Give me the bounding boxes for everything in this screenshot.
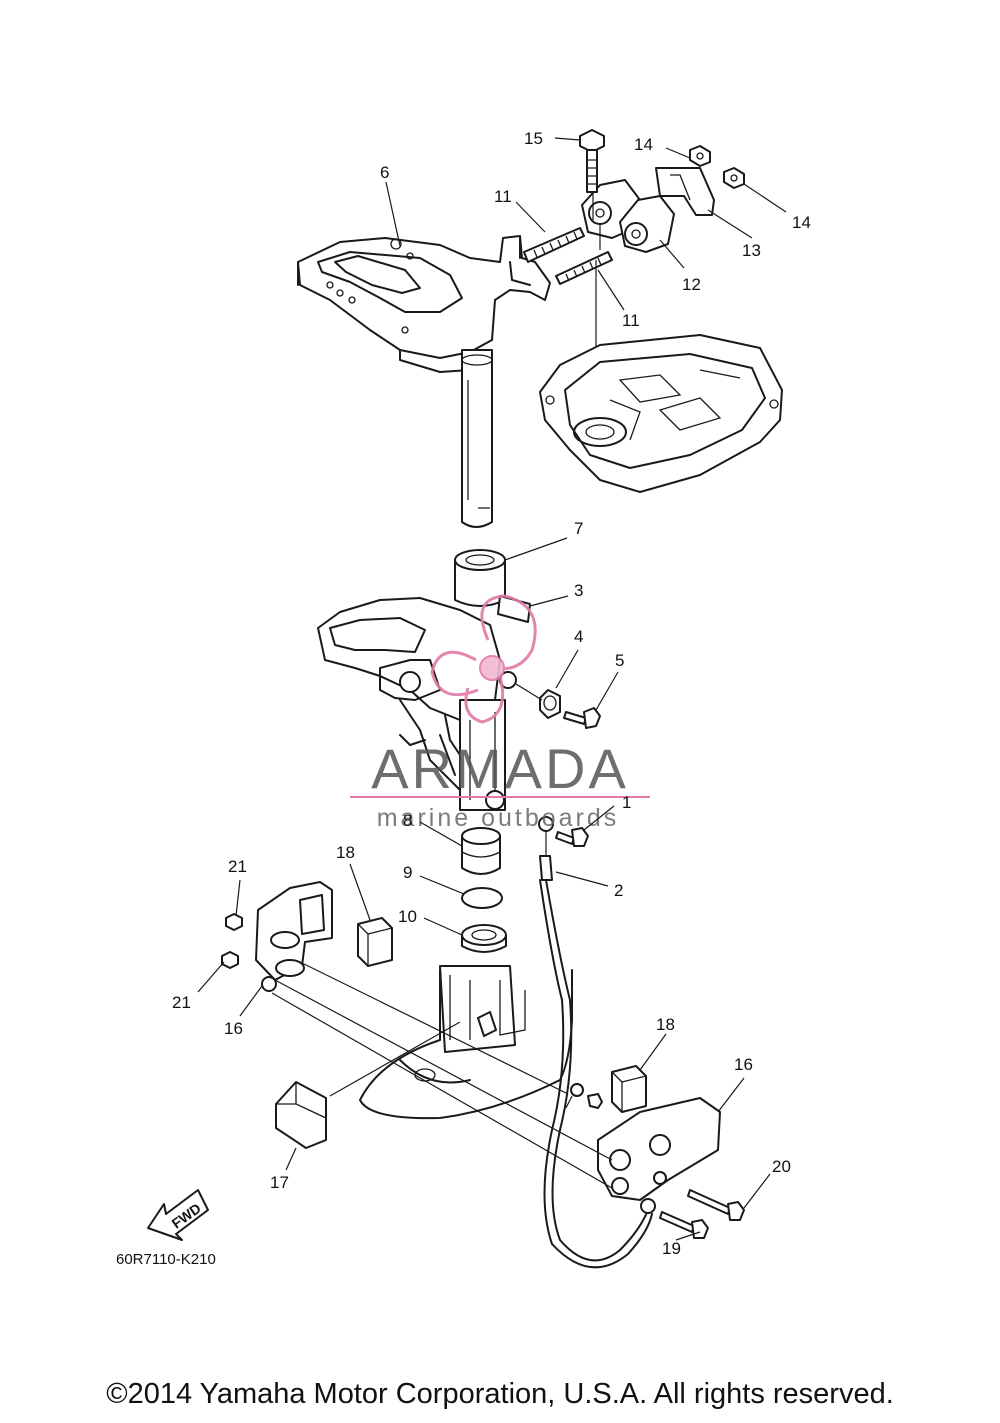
steering-shaft bbox=[461, 349, 493, 528]
callout-8: 8 bbox=[403, 811, 412, 830]
callout-16-left: 16 bbox=[224, 1019, 243, 1038]
bolt-part-20 bbox=[687, 1189, 745, 1221]
armada-watermark: ARMADA marine outboards bbox=[350, 594, 650, 832]
callout-9: 9 bbox=[403, 863, 412, 882]
callout-15: 15 bbox=[524, 129, 543, 148]
bottom-cowling bbox=[539, 334, 783, 493]
callout-4: 4 bbox=[574, 627, 583, 646]
callout-16-right: 16 bbox=[734, 1055, 753, 1074]
callout-18-left: 18 bbox=[336, 843, 355, 862]
callout-6: 6 bbox=[380, 163, 389, 182]
thrust-pad-part-17 bbox=[275, 1081, 327, 1149]
callout-10: 10 bbox=[398, 907, 417, 926]
pad-part-18-left bbox=[357, 917, 393, 967]
callout-3: 3 bbox=[574, 581, 583, 600]
bolt-part-11-lower bbox=[555, 251, 613, 285]
callout-21-lower: 21 bbox=[172, 993, 191, 1012]
callout-14-right: 14 bbox=[792, 213, 811, 232]
callout-12: 12 bbox=[682, 275, 701, 294]
fwd-arrow-icon: FWD bbox=[147, 1189, 209, 1241]
nut-part-14-right bbox=[723, 167, 745, 189]
diagram-code: 60R7110-K210 bbox=[116, 1251, 216, 1268]
mount-plate-part-13 bbox=[655, 167, 715, 216]
callout-18-right: 18 bbox=[656, 1015, 675, 1034]
seal-part-10 bbox=[461, 924, 507, 953]
swivel-bracket bbox=[317, 597, 517, 811]
callout-14-upper: 14 bbox=[634, 135, 653, 154]
nut-part-14-upper bbox=[689, 145, 711, 167]
callout-7: 7 bbox=[574, 519, 583, 538]
rubber-mount-part-12 bbox=[581, 179, 675, 253]
bolt-part-1 bbox=[555, 827, 589, 847]
callout-numbers: 1 2 3 4 5 6 7 8 9 10 11 11 12 13 14 14 1… bbox=[172, 129, 811, 1258]
bushing-part-4 bbox=[539, 689, 561, 719]
callout-20: 20 bbox=[772, 1157, 791, 1176]
bushing-part-8 bbox=[461, 827, 501, 875]
callout-21-upper: 21 bbox=[228, 857, 247, 876]
bolt-part-15 bbox=[579, 129, 605, 193]
callout-2: 2 bbox=[614, 881, 623, 900]
nut-part-21-upper bbox=[225, 913, 243, 931]
callout-5: 5 bbox=[615, 651, 624, 670]
callout-13: 13 bbox=[742, 241, 761, 260]
callout-11-upper: 11 bbox=[494, 187, 512, 206]
callout-11-lower: 11 bbox=[622, 311, 640, 330]
callout-1: 1 bbox=[622, 793, 631, 812]
clamp-bracket-part-16-left bbox=[255, 881, 333, 992]
drive-shaft-housing bbox=[359, 965, 573, 1120]
bolt-part-19 bbox=[659, 1211, 709, 1239]
watermark-brand: ARMADA bbox=[371, 737, 629, 800]
propeller-logo-icon bbox=[430, 594, 537, 724]
copyright-notice: ©2014 Yamaha Motor Corporation, U.S.A. A… bbox=[106, 1378, 894, 1410]
o-ring-part-9 bbox=[461, 887, 503, 909]
callout-leaders bbox=[197, 137, 787, 1241]
callout-17: 17 bbox=[270, 1173, 289, 1192]
ground-lead-lower bbox=[565, 1083, 656, 1214]
watermark-tagline: marine outboards bbox=[377, 804, 620, 832]
clamp-bracket-part-16-right bbox=[597, 1097, 721, 1201]
bolt-part-11-upper bbox=[523, 227, 585, 263]
nut-part-21-lower bbox=[221, 951, 239, 969]
callout-19: 19 bbox=[662, 1239, 681, 1258]
pad-part-18-right bbox=[611, 1065, 647, 1113]
ground-lead-part-2 bbox=[538, 816, 653, 1269]
steering-bracket-part-6 bbox=[297, 235, 551, 373]
bolt-part-5 bbox=[563, 707, 601, 729]
